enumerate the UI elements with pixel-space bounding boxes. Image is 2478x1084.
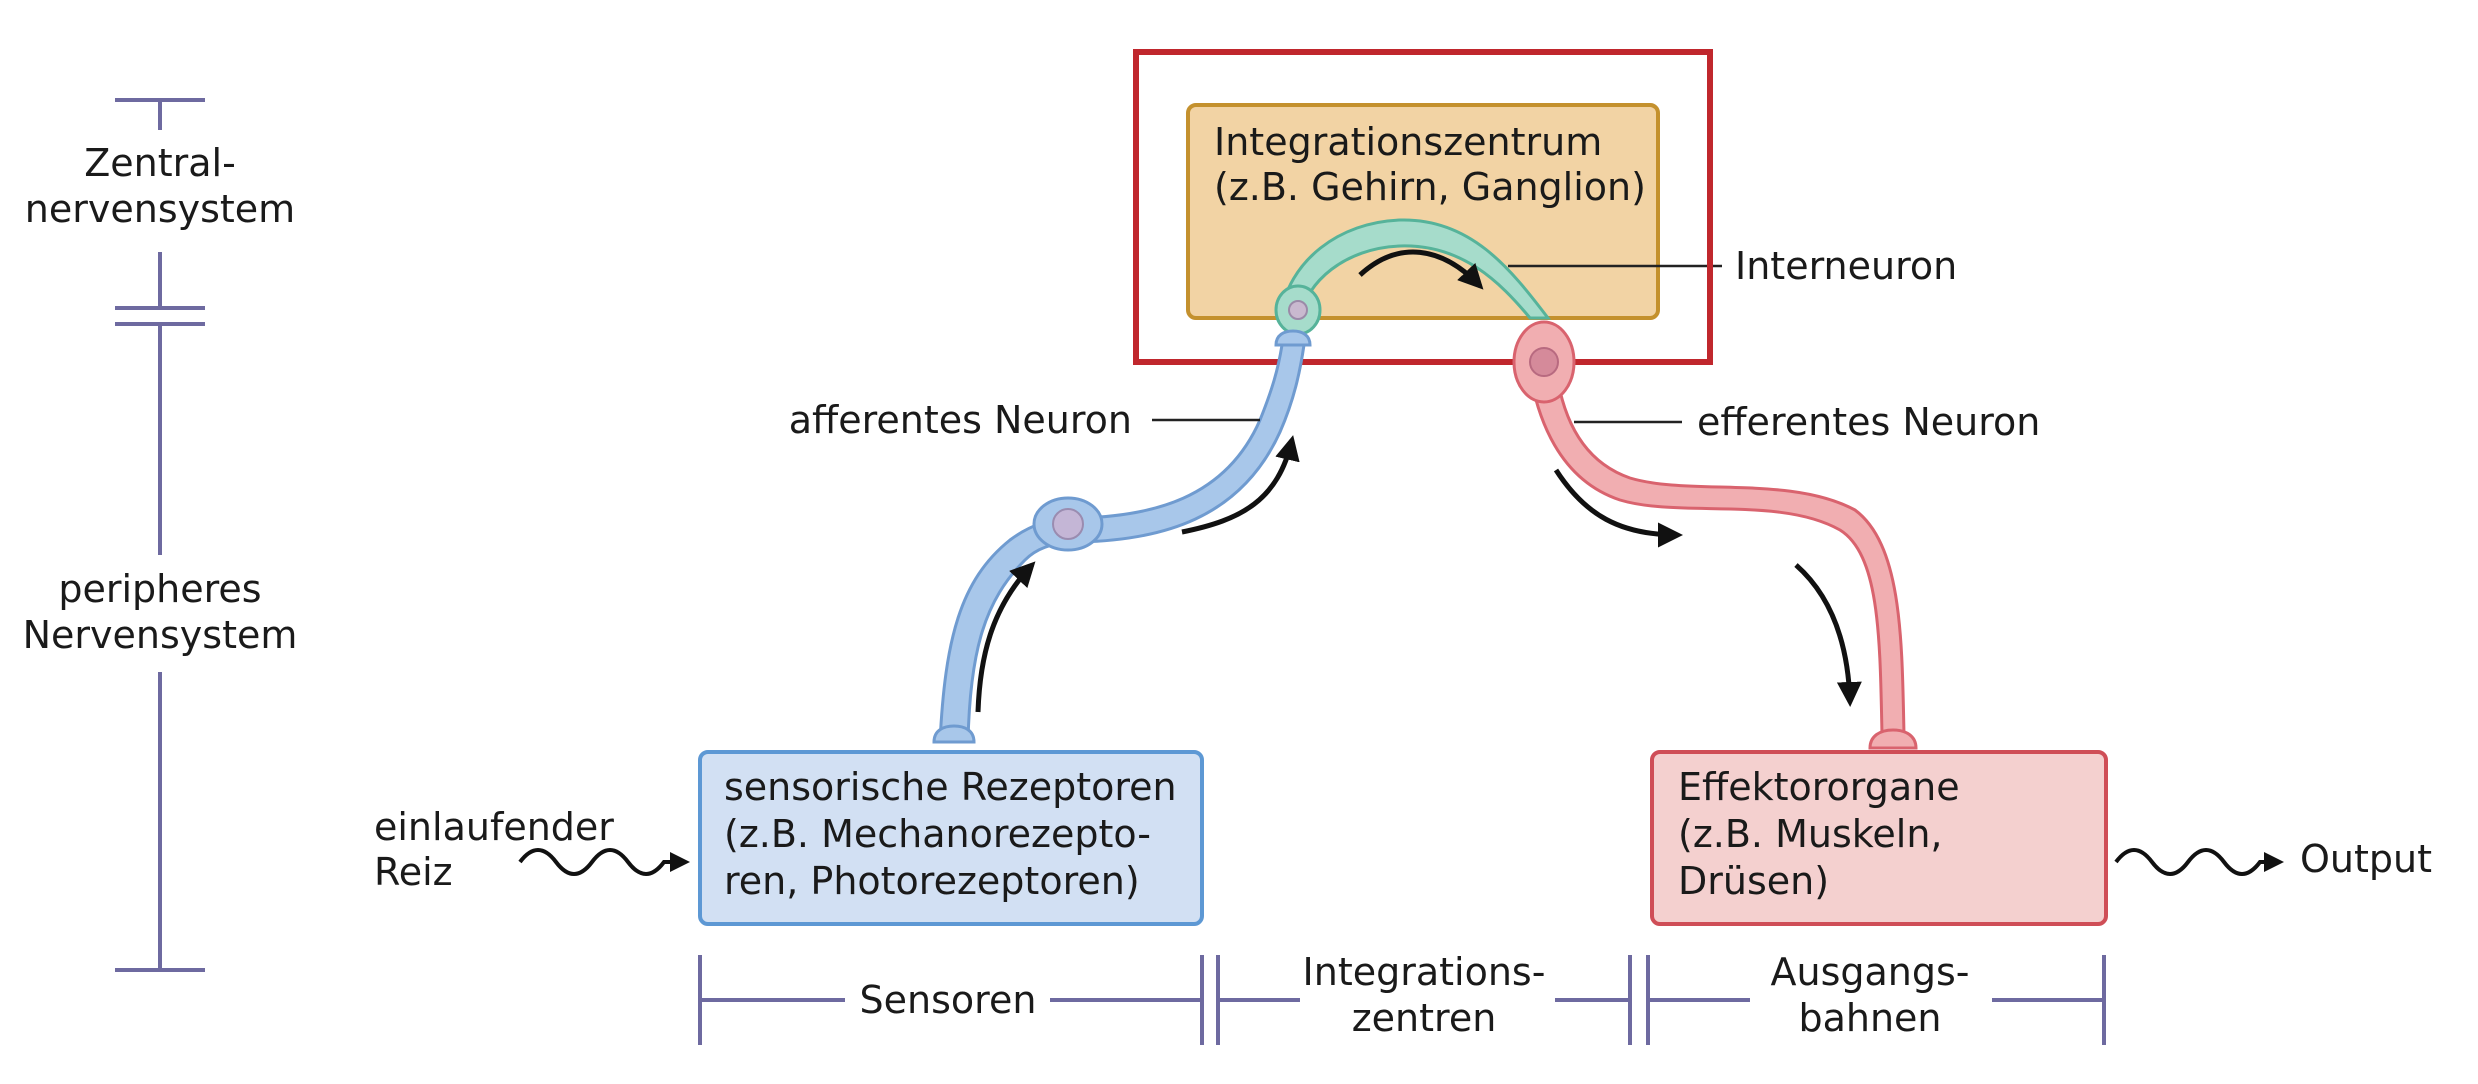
- afferent-arrow-lower: [975, 561, 1036, 713]
- efferent-nucleus: [1529, 347, 1559, 377]
- left-scale: [115, 98, 205, 972]
- cns-label-line2: nervensystem: [25, 187, 295, 231]
- sensor-box: [698, 750, 1204, 926]
- effector-title: Effektororgane: [1678, 765, 1960, 809]
- interneuron-icon: [1278, 218, 1552, 320]
- highlight-frame: [1133, 49, 1713, 365]
- stimulus-wave-arrow: [518, 848, 690, 876]
- sensor-subtitle-line1: (z.B. Mechanorezepto-: [724, 812, 1151, 856]
- stimulus-label-line1: einlaufender: [374, 805, 614, 849]
- efferent-arrow-upper: [1553, 468, 1683, 548]
- cns-label-line1: Zentral-: [84, 141, 236, 185]
- stimulus-label-line2: Reiz: [374, 850, 453, 894]
- interneuron-nucleus: [1288, 300, 1308, 320]
- bottom-label-output-line1: Ausgangs-: [1771, 950, 1970, 994]
- interneuron-label: Interneuron: [1735, 244, 1957, 288]
- sensor-title: sensorische Rezeptoren: [724, 765, 1177, 809]
- efferent-label: efferentes Neuron: [1697, 400, 2040, 444]
- afferent-arrow-upper: [1181, 435, 1300, 535]
- afferent-label: afferentes Neuron: [789, 398, 1132, 442]
- efferent-axon-terminal: [1868, 728, 1918, 750]
- integration-title: Integrationszentrum: [1214, 120, 1602, 164]
- efferent-arrow-lower: [1794, 563, 1862, 707]
- output-label: Output: [2300, 837, 2432, 881]
- afferent-nucleus: [1052, 508, 1084, 540]
- afferent-dendrite-terminal: [932, 724, 976, 744]
- sensor-subtitle-line2: ren, Photorezeptoren): [724, 859, 1140, 903]
- effector-box: [1650, 750, 2108, 926]
- interneuron-arrow: [1358, 249, 1484, 290]
- effector-subtitle-line2: Drüsen): [1678, 859, 1829, 903]
- bottom-label-integration-line1: Integrations-: [1303, 950, 1546, 994]
- pns-label-line2: Nervensystem: [23, 613, 298, 657]
- afferent-axon-terminal: [1274, 329, 1312, 347]
- pns-label-line1: peripheres: [58, 567, 261, 611]
- bottom-label-sensors: Sensoren: [860, 978, 1037, 1022]
- bottom-scale: [698, 955, 2106, 1045]
- bottom-label-integration-line2: zentren: [1352, 996, 1497, 1040]
- output-wave-arrow: [2114, 848, 2284, 876]
- effector-subtitle-line1: (z.B. Muskeln,: [1678, 812, 1943, 856]
- integration-subtitle: (z.B. Gehirn, Ganglion): [1214, 165, 1646, 209]
- bottom-label-output-line2: bahnen: [1798, 996, 1941, 1040]
